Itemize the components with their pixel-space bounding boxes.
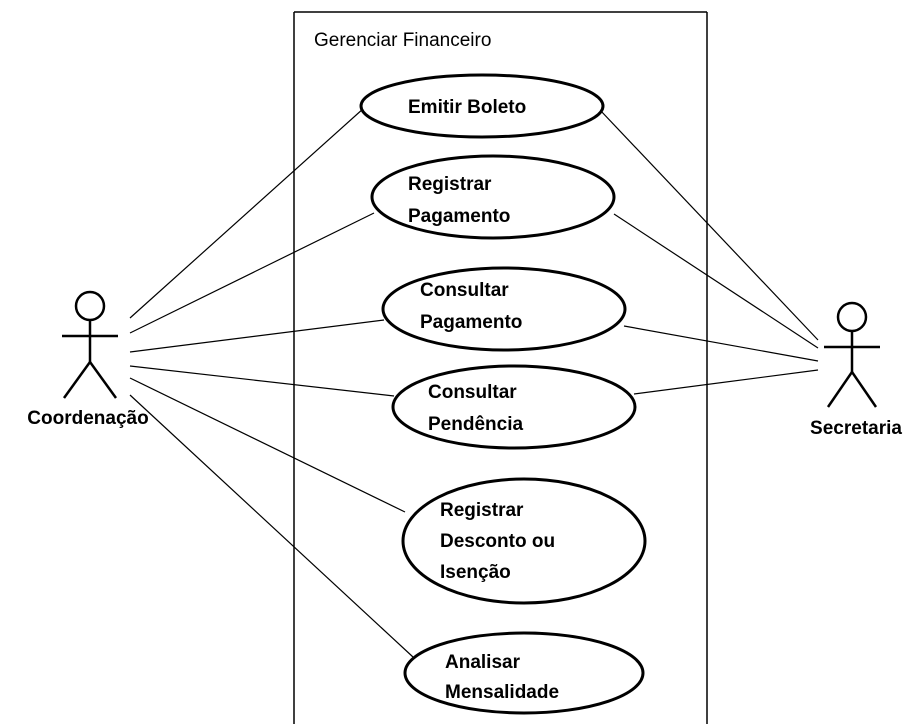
assoc-coordenacao-consultar-pagamento bbox=[129, 319, 385, 353]
coordenacao-associations bbox=[129, 107, 414, 658]
assoc-coordenacao-registrar-desconto bbox=[129, 377, 406, 513]
use-case-label: Consultar Pendência bbox=[428, 382, 523, 435]
assoc-secretaria-consultar-pagamento bbox=[623, 325, 819, 362]
assoc-secretaria-registrar-pagamento bbox=[613, 213, 819, 349]
use-case-emitir-boleto: Emitir Boleto bbox=[359, 73, 605, 139]
actor-secretaria: Secretaria bbox=[810, 301, 902, 439]
assoc-secretaria-consultar-pendencia bbox=[633, 369, 819, 395]
actor-label: Coordenação bbox=[27, 408, 148, 429]
secretaria-associations bbox=[599, 109, 819, 395]
use-case-registrar-desconto: Registrar Desconto ou Isenção bbox=[401, 477, 647, 605]
actor-coordenacao: Coordenação bbox=[27, 290, 149, 429]
use-case-label: Emitir Boleto bbox=[408, 97, 526, 118]
assoc-coordenacao-registrar-pagamento bbox=[129, 212, 375, 334]
system-boundary-title: Gerenciar Financeiro bbox=[314, 30, 491, 51]
actor-label: Secretaria bbox=[810, 418, 902, 439]
use-case-label: Analisar Mensalidade bbox=[445, 652, 559, 703]
use-case-analisar-mensalidade: Analisar Mensalidade bbox=[403, 631, 645, 715]
use-case-consultar-pendencia: Consultar Pendência bbox=[391, 364, 637, 450]
assoc-coordenacao-analisar-mensalidade bbox=[129, 394, 414, 658]
stick-figure-icon bbox=[824, 301, 880, 408]
use-case-label: Registrar Pagamento bbox=[408, 174, 510, 227]
use-case-label: Registrar Desconto ou Isenção bbox=[440, 500, 560, 583]
assoc-coordenacao-emitir-boleto bbox=[129, 107, 365, 319]
stick-figure-icon bbox=[62, 290, 118, 399]
use-case-registrar-pagamento: Registrar Pagamento bbox=[370, 154, 616, 240]
use-case-label: Consultar Pagamento bbox=[420, 280, 522, 333]
assoc-secretaria-emitir-boleto bbox=[599, 109, 819, 341]
use-case-consultar-pagamento: Consultar Pagamento bbox=[381, 266, 627, 352]
assoc-coordenacao-consultar-pendencia bbox=[129, 365, 395, 397]
system-boundary: Gerenciar Financeiro bbox=[293, 11, 708, 724]
